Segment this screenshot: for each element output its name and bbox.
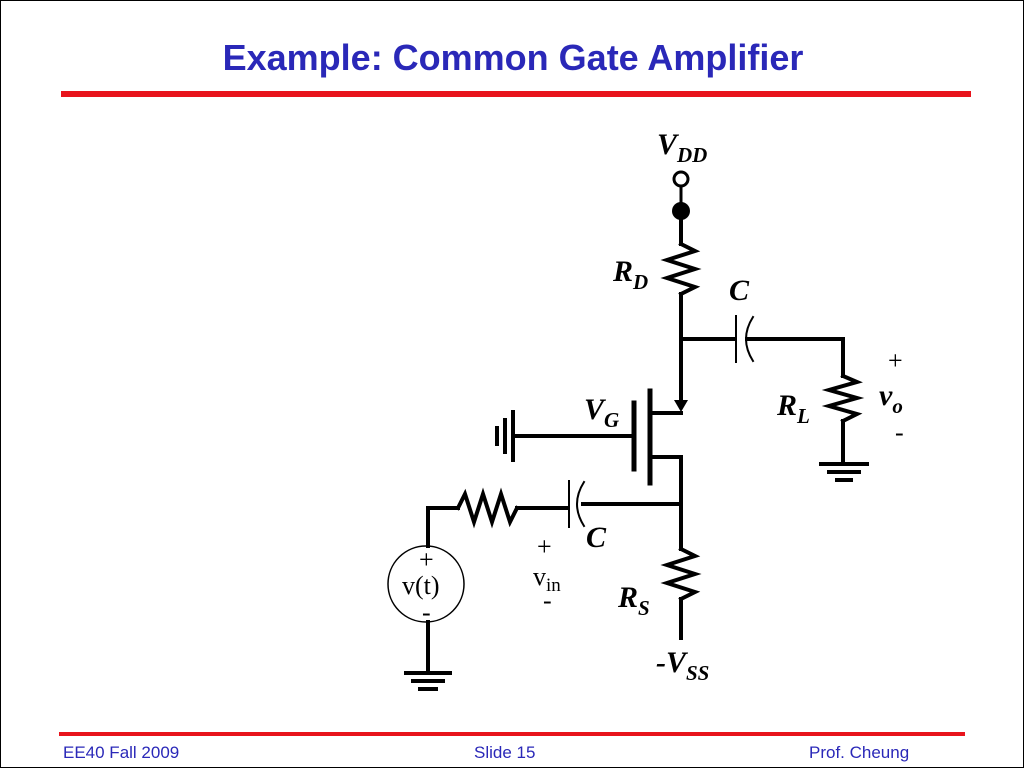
- cap-bottom-plate-2: [576, 480, 586, 528]
- source-minus: -: [422, 598, 431, 627]
- input-resistor: [455, 487, 520, 529]
- rl-label: RL: [776, 389, 810, 428]
- vss-label: -VSS: [656, 646, 709, 685]
- vo-minus: -: [895, 418, 904, 447]
- footer-author: Prof. Cheung: [809, 743, 910, 762]
- rl-resistor: [821, 373, 865, 424]
- vdd-terminal: [672, 170, 690, 188]
- cap-top-label: C: [729, 274, 750, 307]
- drain-arrow: [674, 400, 688, 412]
- source-plus: +: [419, 545, 434, 574]
- source-label: v(t): [402, 571, 440, 600]
- rs-resistor: [660, 546, 702, 602]
- rd-resistor: [660, 241, 702, 297]
- footer-course: EE40 Fall 2009: [63, 743, 180, 762]
- vin-minus: -: [543, 586, 552, 615]
- slide-title: Example: Common Gate Amplifier: [222, 37, 804, 78]
- vin-label: vin: [533, 562, 561, 596]
- vo-label: vo: [879, 379, 903, 418]
- rs-label: RS: [617, 581, 650, 620]
- vin-plus: +: [537, 532, 552, 561]
- title-divider: [61, 91, 971, 97]
- rd-label: RD: [612, 255, 648, 294]
- vo-plus: +: [888, 346, 903, 375]
- vdd-label: VDD: [657, 128, 707, 167]
- cap-bottom-label: C: [586, 521, 607, 554]
- footer-slide-number: Slide 15: [474, 743, 536, 762]
- vg-label: VG: [584, 393, 619, 432]
- footer-divider: [59, 732, 965, 736]
